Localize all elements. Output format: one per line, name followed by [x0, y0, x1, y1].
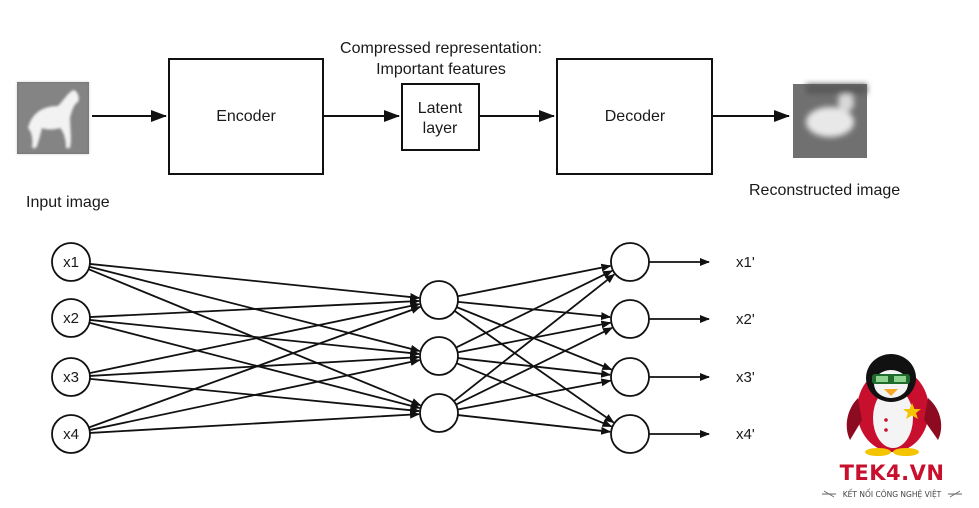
latent-box — [401, 83, 480, 151]
edge-hidden-3-output-2 — [455, 327, 613, 406]
edge-hidden-3-output-4 — [457, 414, 612, 435]
hidden-node-2 — [419, 336, 459, 376]
decoder-box — [556, 58, 713, 175]
input-node-label: x4 — [63, 426, 79, 443]
input-node-4 — [51, 414, 91, 454]
edge-hidden-2-output-1 — [455, 270, 613, 349]
hidden-node-1 — [419, 280, 459, 320]
edge-hidden-3-output-1 — [453, 273, 616, 402]
reconstructed-image-label: Reconstructed image — [749, 182, 900, 199]
encoder-box — [168, 58, 324, 175]
edge-input-4-hidden-3 — [89, 410, 421, 434]
logo-tagline: KẾT NỐI CÔNG NGHỆ VIỆT — [843, 489, 942, 499]
output-label: x1' — [736, 254, 755, 271]
input-image-label: Input image — [26, 194, 110, 211]
input-node-label: x1 — [63, 254, 79, 271]
output-node-1 — [610, 242, 650, 282]
edge-hidden-3-output-3 — [457, 378, 612, 411]
output-node-4 — [610, 414, 650, 454]
network-edges — [88, 258, 710, 438]
logo-tagline-line-right — [948, 490, 962, 498]
penguin-mascot-icon — [846, 354, 942, 456]
hidden-node-3 — [419, 393, 459, 433]
edge-input-4-hidden-1 — [88, 305, 422, 429]
edge-input-1-hidden-1 — [89, 263, 421, 302]
input-node-2 — [51, 298, 91, 338]
latent-label-line2: layer — [423, 120, 458, 137]
edge-input-4-hidden-2 — [89, 358, 421, 431]
input-image — [17, 82, 89, 154]
output-label: x3' — [736, 369, 755, 386]
input-node-1 — [51, 242, 91, 282]
network-nodes: x1 x2 x3 x4 x1' x2' x3' x4' — [51, 242, 755, 454]
reconstructed-image — [793, 84, 867, 158]
output-node-2 — [610, 299, 650, 339]
output-label: x4' — [736, 426, 755, 443]
edge-input-3-hidden-1 — [89, 302, 421, 374]
logo-tagline-line-left — [822, 490, 836, 498]
input-node-label: x2 — [63, 310, 79, 327]
output-label: x2' — [736, 311, 755, 328]
encoder-label: Encoder — [216, 108, 276, 125]
input-node-3 — [51, 357, 91, 397]
edge-input-2-hidden-2 — [89, 319, 421, 358]
output-node-3 — [610, 357, 650, 397]
compressed-label-line2: Important features — [376, 61, 506, 78]
input-node-label: x3 — [63, 369, 79, 386]
logo-brand-text: TEK4.VN — [840, 461, 945, 485]
latent-label-line1: Latent — [418, 100, 463, 117]
edge-hidden-1-output-1 — [457, 263, 612, 298]
tek4-logo: TEK4.VN KẾT NỐI CÔNG NGHỆ VIỆT — [822, 354, 962, 499]
edge-input-2-hidden-1 — [89, 297, 421, 318]
compressed-label-line1: Compressed representation: — [340, 40, 542, 57]
edge-input-2-hidden-3 — [89, 321, 421, 410]
decoder-label: Decoder — [605, 108, 666, 125]
